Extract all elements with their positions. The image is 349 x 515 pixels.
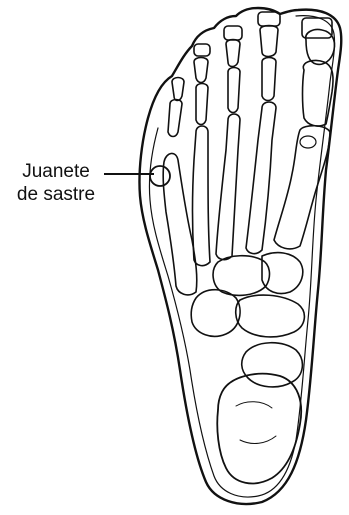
tailors-bunion-label: Juanete de sastre bbox=[4, 160, 108, 206]
second-toe-nail bbox=[258, 12, 280, 26]
hallux-distal-phalanx bbox=[306, 29, 335, 64]
navicular-bone bbox=[236, 295, 305, 337]
second-metatarsal bbox=[246, 102, 276, 254]
second-toe-phalanges bbox=[260, 26, 278, 101]
third-toe-phalanges bbox=[226, 40, 240, 113]
sesamoid-bone bbox=[300, 136, 316, 148]
third-toe-nail bbox=[224, 26, 242, 40]
cuboid-bone bbox=[191, 290, 240, 337]
fifth-toe-phalanges bbox=[168, 78, 184, 137]
label-line-1: Juanete bbox=[4, 160, 108, 183]
fourth-toe-phalanges bbox=[194, 58, 208, 125]
tailors-bunion-bump bbox=[150, 166, 170, 186]
talus-bone bbox=[242, 343, 303, 387]
label-leader-line bbox=[104, 173, 154, 175]
fourth-toe-nail bbox=[194, 44, 210, 56]
calcaneus-detail bbox=[236, 402, 276, 444]
fifth-metatarsal bbox=[163, 153, 197, 294]
third-metatarsal bbox=[216, 114, 240, 260]
fourth-metatarsal bbox=[193, 126, 211, 266]
label-line-2: de sastre bbox=[4, 183, 108, 206]
